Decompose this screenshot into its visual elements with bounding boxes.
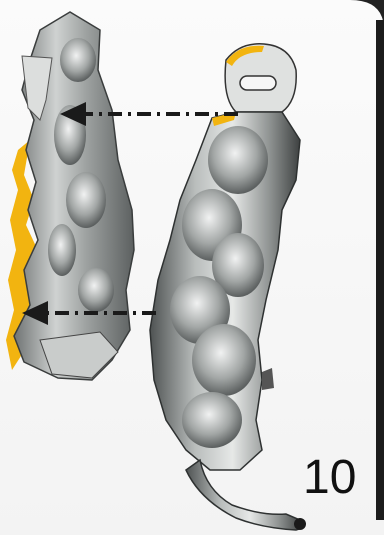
page-edge xyxy=(376,20,384,520)
scale-bump xyxy=(208,126,268,194)
scale-bump xyxy=(60,38,96,82)
right-part-tail xyxy=(186,460,302,530)
side-nub xyxy=(262,368,274,390)
scale-bump xyxy=(78,268,114,312)
right-part-piece xyxy=(150,44,306,530)
tail-tip xyxy=(294,518,306,530)
left-part-base xyxy=(40,332,118,378)
step-number: 10 xyxy=(303,454,356,502)
scale-bump xyxy=(192,324,256,396)
cap-slot xyxy=(240,76,276,90)
scale-bump xyxy=(48,224,76,276)
scale-bump xyxy=(182,392,242,448)
left-part-piece xyxy=(6,12,134,380)
scale-bump xyxy=(66,172,106,228)
